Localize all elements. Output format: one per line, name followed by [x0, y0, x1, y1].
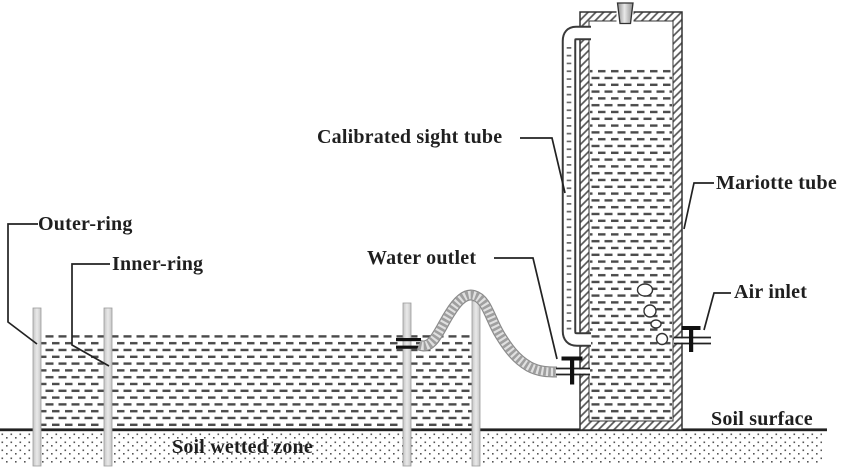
hose-fitting-bottom-bar	[396, 345, 421, 349]
air-inlet-label: Air inlet	[734, 281, 808, 303]
soil-surface-label: Soil surface	[711, 408, 813, 430]
inner-ring-left-wall	[103, 307, 113, 467]
sight-tube-leader	[520, 137, 566, 194]
mariotte-tube-label: Mariotte tube	[716, 172, 837, 194]
inner-ring-leader	[71, 263, 110, 367]
sight-tube	[561, 25, 591, 347]
hose-fitting-top-bar	[396, 338, 421, 342]
outer-ring-left-wall	[32, 307, 42, 467]
inner-ring-right-wall	[402, 302, 412, 467]
water-outlet-valve	[556, 356, 590, 385]
outer-ring-right-wall	[471, 300, 481, 467]
air-inlet-leader	[703, 292, 731, 331]
mariotte-tube-leader	[683, 182, 714, 230]
inner-ring-label: Inner-ring	[112, 253, 204, 275]
mariotte-tube-body	[579, 11, 683, 431]
outer-ring-label: Outer-ring	[38, 213, 133, 235]
air-bubbles	[636, 283, 669, 346]
top-stopper	[616, 2, 634, 25]
outer-ring-leader	[7, 223, 38, 345]
water-outlet-leader	[494, 257, 558, 360]
flexible-hose	[416, 289, 558, 378]
mariotte-water	[590, 68, 672, 420]
air-inlet-valve	[674, 326, 711, 352]
calibrated-sight-tube-label: Calibrated sight tube	[317, 126, 503, 148]
soil-surface-line	[0, 428, 827, 432]
water-outlet-label: Water outlet	[367, 247, 477, 269]
soil-wetted-zone-label: Soil wetted zone	[172, 436, 313, 458]
